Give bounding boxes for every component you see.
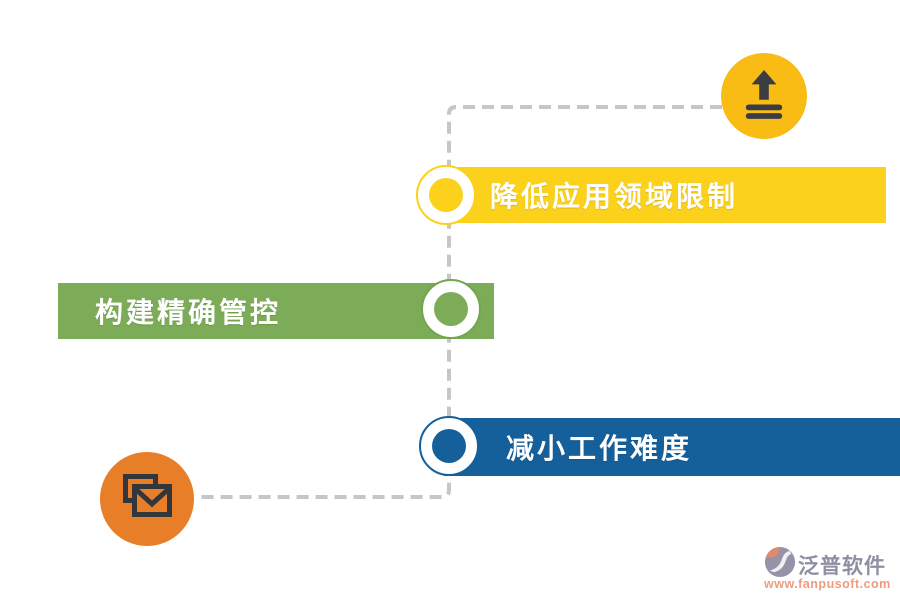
node-dot-blue [432, 429, 466, 463]
node-dot-yellow [429, 178, 463, 212]
node-circle-green [421, 279, 481, 339]
bar-label: 降低应用领域限制 [490, 181, 739, 212]
bar-reduce-application-domain-limits: 降低应用领域限制 [444, 167, 886, 223]
fanpu-logo-icon [764, 546, 796, 583]
node-dot-green [434, 292, 468, 326]
bar-label: 构建精确管控 [95, 297, 282, 328]
upload-circle [721, 53, 807, 139]
node-circle-yellow [416, 165, 476, 225]
mail-circle [100, 452, 194, 546]
bar-label: 减小工作难度 [506, 433, 693, 464]
watermark-brand-text: 泛普软件 [798, 554, 886, 578]
bar-reduce-work-difficulty: 减小工作难度 [444, 418, 900, 476]
watermark-url-text: www.fanpusoft.com [764, 577, 891, 591]
upload-icon [741, 68, 787, 125]
node-circle-blue [419, 416, 479, 476]
mail-stack-icon [120, 473, 174, 526]
watermark: 泛普软件 www.fanpusoft.com [764, 546, 896, 591]
